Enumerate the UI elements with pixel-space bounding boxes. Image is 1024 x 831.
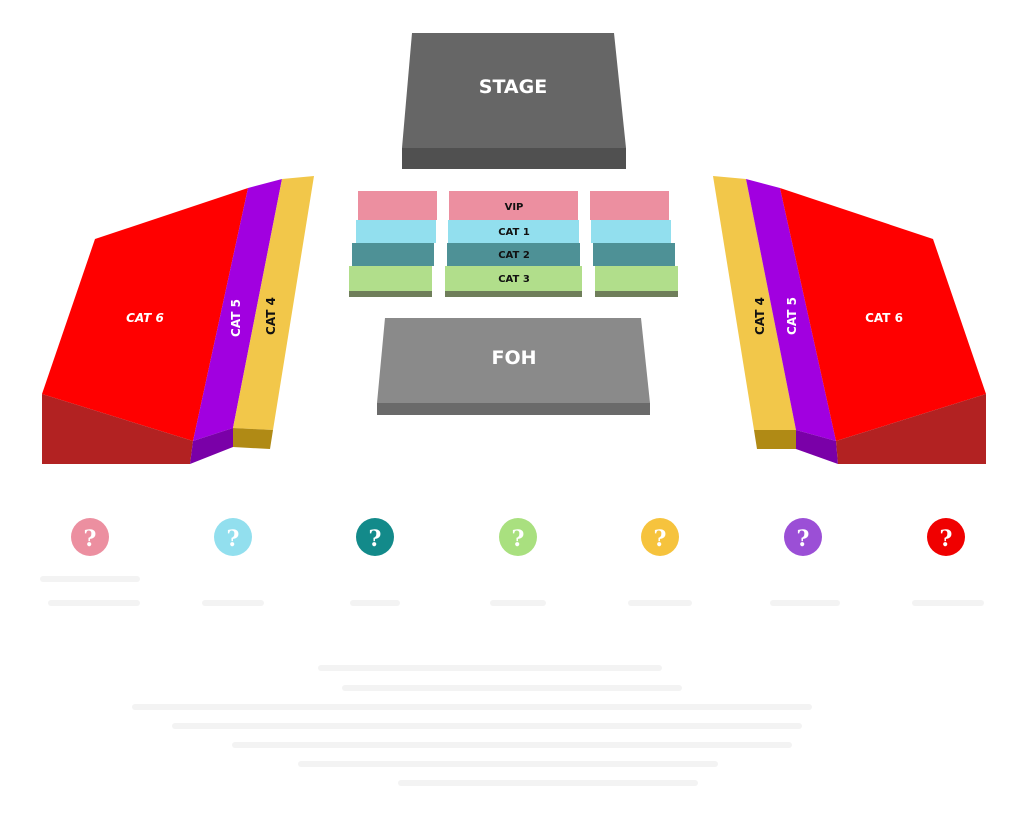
faint-text-line	[318, 665, 662, 671]
cat1-left-section[interactable]	[356, 220, 436, 243]
legend-item-vip[interactable]: ?	[71, 518, 109, 556]
center-middle-block: VIP CAT 1 CAT 2 CAT 3	[445, 191, 582, 297]
cat1-label: CAT 1	[498, 227, 530, 238]
legend-swatch-cat5	[784, 518, 822, 556]
center-left-block	[349, 191, 437, 297]
cat6-left-label: CAT 6	[126, 311, 164, 325]
cat4-right-front	[754, 430, 796, 449]
faint-text-line	[172, 723, 802, 729]
legend-swatch-cat6	[927, 518, 965, 556]
legend-swatch-cat1	[214, 518, 252, 556]
cat6-right-front	[836, 394, 986, 464]
question-mark-icon: ?	[369, 526, 382, 552]
faint-text-line	[490, 600, 546, 606]
cat6-left-front	[42, 394, 193, 464]
cat4-right-section[interactable]	[713, 176, 796, 430]
cat5-right-front	[796, 430, 838, 464]
cat6-left-section[interactable]	[42, 188, 248, 441]
legend-item-cat3[interactable]: ?	[499, 518, 537, 556]
cat6-right-label: CAT 6	[865, 311, 903, 325]
left-wing: CAT 6 CAT 5 CAT 4	[42, 176, 314, 464]
legend-item-cat5[interactable]: ?	[784, 518, 822, 556]
cat6-right-section[interactable]	[780, 188, 986, 441]
stage-top	[402, 33, 626, 148]
faint-text-line	[398, 780, 698, 786]
question-mark-icon: ?	[654, 526, 667, 552]
faint-text-line	[342, 685, 682, 691]
cat5-left-front	[190, 428, 233, 464]
faint-text-line	[202, 600, 264, 606]
faint-text-line	[132, 704, 812, 710]
cat4-right-label: CAT 4	[753, 297, 767, 335]
cat2-center-section[interactable]	[447, 243, 580, 266]
cat4-left-label: CAT 4	[264, 297, 278, 335]
stage: STAGE	[402, 33, 626, 169]
cat4-left-section[interactable]	[233, 176, 314, 430]
question-mark-icon: ?	[84, 526, 97, 552]
cat5-left-label: CAT 5	[229, 299, 243, 337]
cat2-left-section[interactable]	[352, 243, 434, 266]
cat5-right-label: CAT 5	[785, 297, 799, 335]
question-mark-icon: ?	[940, 526, 953, 552]
faint-text-line	[298, 761, 718, 767]
foh-top	[377, 318, 650, 403]
faint-text-line	[628, 600, 692, 606]
center-right-block	[590, 191, 678, 297]
legend-swatch-cat3	[499, 518, 537, 556]
center-right-front	[595, 291, 678, 297]
vip-label: VIP	[505, 202, 524, 213]
question-mark-icon: ?	[512, 526, 525, 552]
vip-right-section[interactable]	[590, 191, 669, 220]
legend: ? ? ? ? ? ? ?	[71, 518, 965, 556]
vip-center-section[interactable]	[449, 191, 578, 220]
legend-item-cat6[interactable]: ?	[927, 518, 965, 556]
legend-swatch-vip	[71, 518, 109, 556]
foh: FOH	[377, 318, 650, 415]
cat2-label: CAT 2	[498, 250, 530, 261]
stage-front	[402, 148, 626, 169]
faint-text-line	[350, 600, 400, 606]
vip-left-section[interactable]	[358, 191, 437, 220]
cat3-center-section[interactable]	[445, 266, 582, 291]
cat5-left-section[interactable]	[193, 179, 282, 441]
foh-front	[377, 403, 650, 415]
legend-item-cat2[interactable]: ?	[356, 518, 394, 556]
question-mark-icon: ?	[227, 526, 240, 552]
faint-text-line	[232, 742, 792, 748]
footer-text-traces	[132, 665, 812, 786]
question-mark-icon: ?	[797, 526, 810, 552]
legend-item-cat1[interactable]: ?	[214, 518, 252, 556]
center-middle-front	[445, 291, 582, 297]
legend-item-cat4[interactable]: ?	[641, 518, 679, 556]
cat2-right-section[interactable]	[593, 243, 675, 266]
legend-swatch-cat2	[356, 518, 394, 556]
faint-text-line	[48, 600, 140, 606]
cat5-right-section[interactable]	[746, 179, 836, 441]
stage-label: STAGE	[479, 76, 547, 98]
cat3-label: CAT 3	[498, 274, 530, 285]
cat3-left-section[interactable]	[349, 266, 432, 291]
legend-swatch-cat4	[641, 518, 679, 556]
faint-text-line	[770, 600, 840, 606]
faint-text-line	[912, 600, 984, 606]
cat1-center-section[interactable]	[448, 220, 579, 243]
foh-label: FOH	[491, 347, 536, 369]
center-left-front	[349, 291, 432, 297]
cat3-right-section[interactable]	[595, 266, 678, 291]
faint-text-line	[40, 576, 140, 582]
right-wing: CAT 4 CAT 5 CAT 6	[713, 176, 986, 464]
legend-caption-traces	[40, 576, 984, 606]
cat1-right-section[interactable]	[591, 220, 671, 243]
cat4-left-front	[233, 428, 273, 449]
